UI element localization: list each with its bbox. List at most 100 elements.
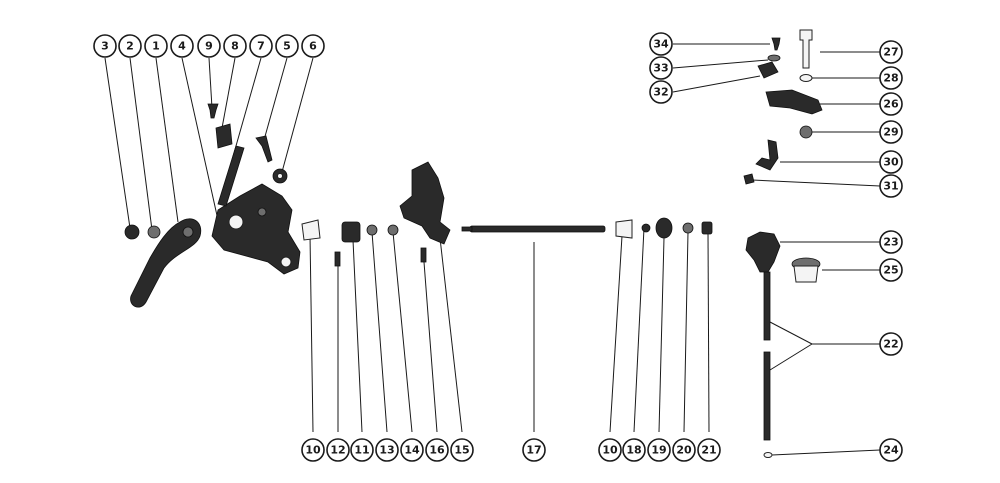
svg-text:17: 17 [526,444,541,457]
part-plate-8 [215,123,233,149]
part-bolt-5 [255,135,273,163]
callout-5: 5 [275,34,299,58]
part-bushing-10b [615,219,633,239]
svg-text:2: 2 [126,40,134,53]
callout-30: 30 [879,150,903,174]
svg-text:14: 14 [404,444,420,457]
svg-text:3: 3 [101,40,109,53]
part-washer-33 [767,54,781,62]
callout-bubbles: 3 2 1 4 9 8 7 5 6 10 12 11 13 14 16 15 1… [93,32,903,462]
callout-6: 6 [301,34,325,58]
part-oring-24 [763,452,773,458]
part-cap-25-body [793,265,819,283]
callout-27: 27 [879,40,903,64]
part-nut-21 [701,221,713,235]
svg-text:27: 27 [883,46,898,59]
svg-text:19: 19 [651,444,666,457]
callout-20: 20 [672,438,696,462]
svg-text:32: 32 [653,86,668,99]
svg-text:33: 33 [653,62,668,75]
svg-text:29: 29 [883,126,898,139]
callout-7: 7 [249,34,273,58]
svg-text:6: 6 [309,40,317,53]
callout-13: 13 [375,438,399,462]
part-screw-9 [207,103,219,119]
part-shaft-17 [469,225,606,233]
callout-12: 12 [326,438,350,462]
callout-18: 18 [622,438,646,462]
callout-23: 23 [879,230,903,254]
leader-lines [104,43,881,456]
part-washer-14 [387,224,399,236]
svg-text:15: 15 [454,444,469,457]
svg-text:7: 7 [257,40,265,53]
svg-text:25: 25 [883,264,898,277]
part-shift-lever-15 [399,161,451,245]
part-washer-18 [641,223,651,233]
callout-31: 31 [879,174,903,198]
callout-28: 28 [879,66,903,90]
callout-32: 32 [649,80,673,104]
part-knob-23 [745,231,781,273]
svg-text:22: 22 [883,338,898,351]
callout-24: 24 [879,438,903,462]
callout-21: 21 [697,438,721,462]
part-washer-2 [147,225,161,239]
part-pin-31 [743,173,755,185]
svg-text:18: 18 [626,444,641,457]
callout-15: 15 [450,438,474,462]
svg-text:1: 1 [152,40,160,53]
part-strip-7 [217,145,245,207]
part-bushing-10a [301,219,321,241]
callout-22: 22 [879,332,903,356]
svg-text:8: 8 [231,40,239,53]
svg-text:12: 12 [330,444,345,457]
callout-34: 34 [649,32,673,56]
callout-11: 11 [350,438,374,462]
callout-16: 16 [425,438,449,462]
callout-8: 8 [223,34,247,58]
part-washer-13 [366,224,378,236]
part-rod-22-upper [763,271,771,341]
callout-26: 26 [879,92,903,116]
svg-text:26: 26 [883,98,899,111]
callout-4: 4 [170,34,194,58]
part-washer-20 [682,222,694,234]
part-gear-11 [341,221,361,243]
part-lever-26 [765,89,823,115]
part-bolt-27 [799,29,813,69]
part-nut-3 [124,224,140,240]
svg-text:34: 34 [653,38,669,51]
svg-text:10: 10 [305,444,321,457]
svg-text:9: 9 [205,40,213,53]
callout-3: 3 [93,34,117,58]
part-rod-22-lower [763,351,771,441]
parts [124,29,823,458]
svg-text:4: 4 [178,40,186,53]
part-clip-32 [757,61,779,79]
callout-17: 17 [522,438,546,462]
callout-9: 9 [197,34,221,58]
svg-text:21: 21 [701,444,716,457]
svg-text:13: 13 [379,444,394,457]
callout-1: 1 [144,34,168,58]
svg-text:16: 16 [429,444,445,457]
part-pin-16 [420,247,427,263]
callout-10-b: 10 [598,438,622,462]
svg-text:5: 5 [283,40,291,53]
part-bracket [211,183,301,275]
callout-14: 14 [400,438,424,462]
svg-text:28: 28 [883,72,898,85]
part-gear-19 [655,217,673,239]
callout-2: 2 [118,34,142,58]
callout-10-a: 10 [301,438,325,462]
part-screw-34 [771,37,781,51]
svg-text:11: 11 [354,444,369,457]
part-lever-arm [130,218,202,308]
svg-text:23: 23 [883,236,898,249]
part-nut-29 [799,125,813,139]
part-spring-30 [755,139,779,171]
svg-text:31: 31 [883,180,898,193]
svg-text:30: 30 [883,156,899,169]
